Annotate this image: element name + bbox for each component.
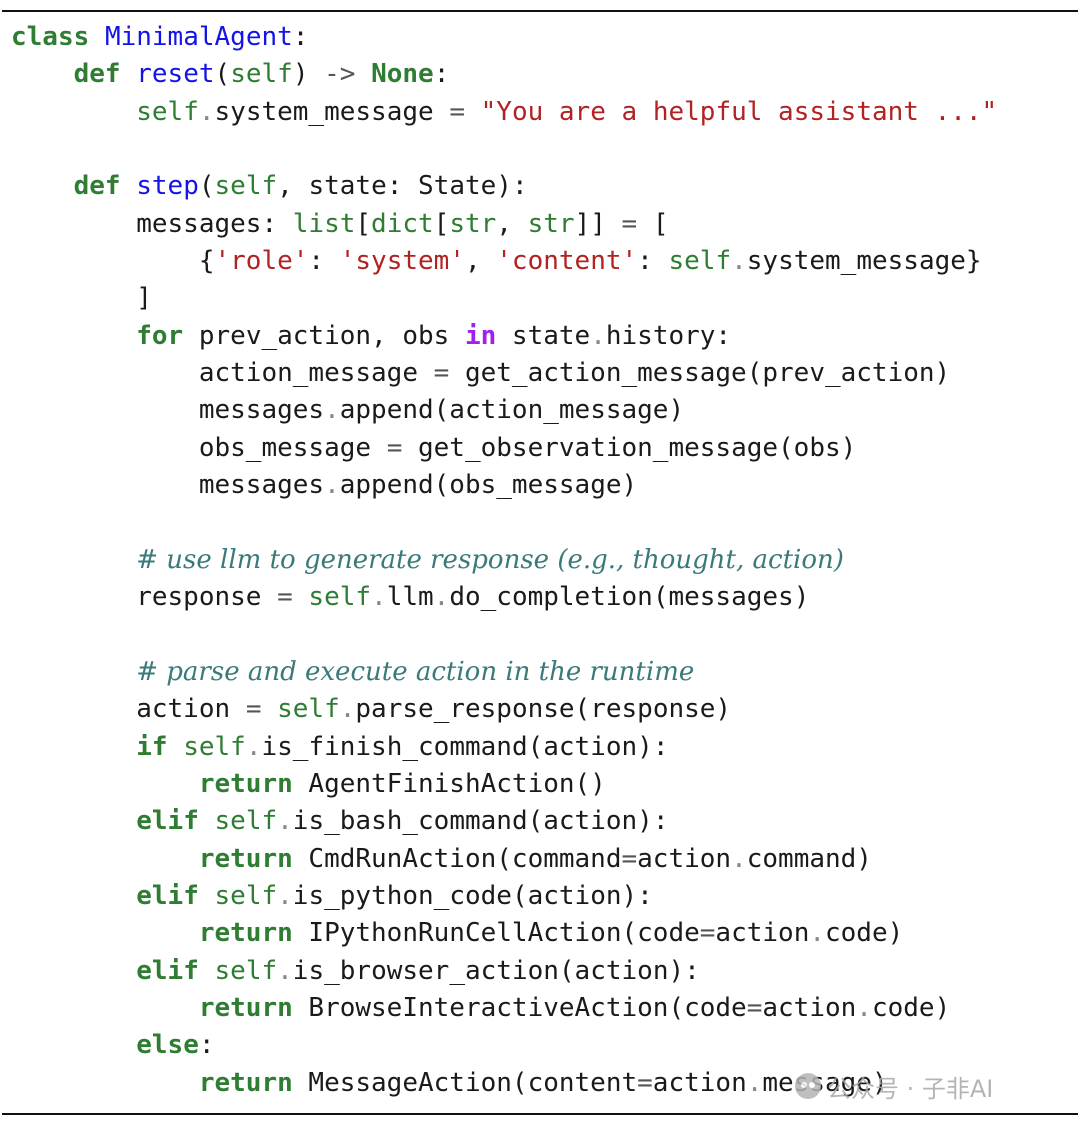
code-line: obs_message = get_observation_message(ob… [11, 432, 857, 463]
code-line: for prev_action, obs in state.history: [136, 320, 732, 351]
top-rule [2, 10, 1078, 12]
code-line: return AgentFinishAction() [198, 768, 606, 799]
code-line: elif self.is_browser_action(action): [136, 955, 700, 986]
code-line: ​ [11, 504, 997, 541]
code-line: ​ [11, 131, 997, 168]
code-line: ] [11, 283, 152, 314]
watermark-text: 公众号 · 子非AI [827, 1074, 994, 1103]
code-line: return CmdRunAction(command=action.comma… [198, 843, 872, 874]
bottom-rule [2, 1113, 1078, 1115]
code-line: self.system_message = "You are a helpful… [136, 96, 998, 127]
code-line: return IPythonRunCellAction(code=action.… [198, 918, 904, 949]
code-line: messages.append(obs_message) [11, 470, 638, 501]
code-line: {'role': 'system', 'content': self.syste… [11, 246, 982, 277]
wechat-icon [795, 1073, 821, 1099]
code-line: if self.is_finish_command(action): [136, 731, 669, 762]
code-line: messages.append(action_message) [11, 395, 685, 426]
code-line: else: [136, 1030, 215, 1061]
code-line: def reset(self) -> None: [73, 59, 450, 90]
code-line: def step(self, state: State): [73, 171, 528, 202]
code-line: # parse and execute action in the runtim… [136, 656, 695, 687]
code-line: # use llm to generate response (e.g., th… [136, 544, 844, 575]
code-line: elif self.is_bash_command(action): [136, 806, 669, 837]
code-line: return BrowseInteractiveAction(code=acti… [198, 992, 951, 1023]
code-line: class MinimalAgent: [11, 22, 309, 52]
code-listing: class MinimalAgent: def reset(self) -> N… [11, 19, 997, 1102]
code-line: response = self.llm.do_completion(messag… [11, 582, 810, 613]
code-line: elif self.is_python_code(action): [136, 880, 653, 911]
code-line: return MessageAction(content=action.mess… [198, 1067, 888, 1098]
code-line: action_message = get_action_message(prev… [11, 358, 951, 389]
code-line: ​ [11, 617, 997, 654]
code-line: action = self.parse_response(response) [11, 694, 732, 725]
watermark: 公众号 · 子非AI [795, 1066, 993, 1106]
code-line: messages: list[dict[str, str]] = [ [11, 208, 669, 239]
